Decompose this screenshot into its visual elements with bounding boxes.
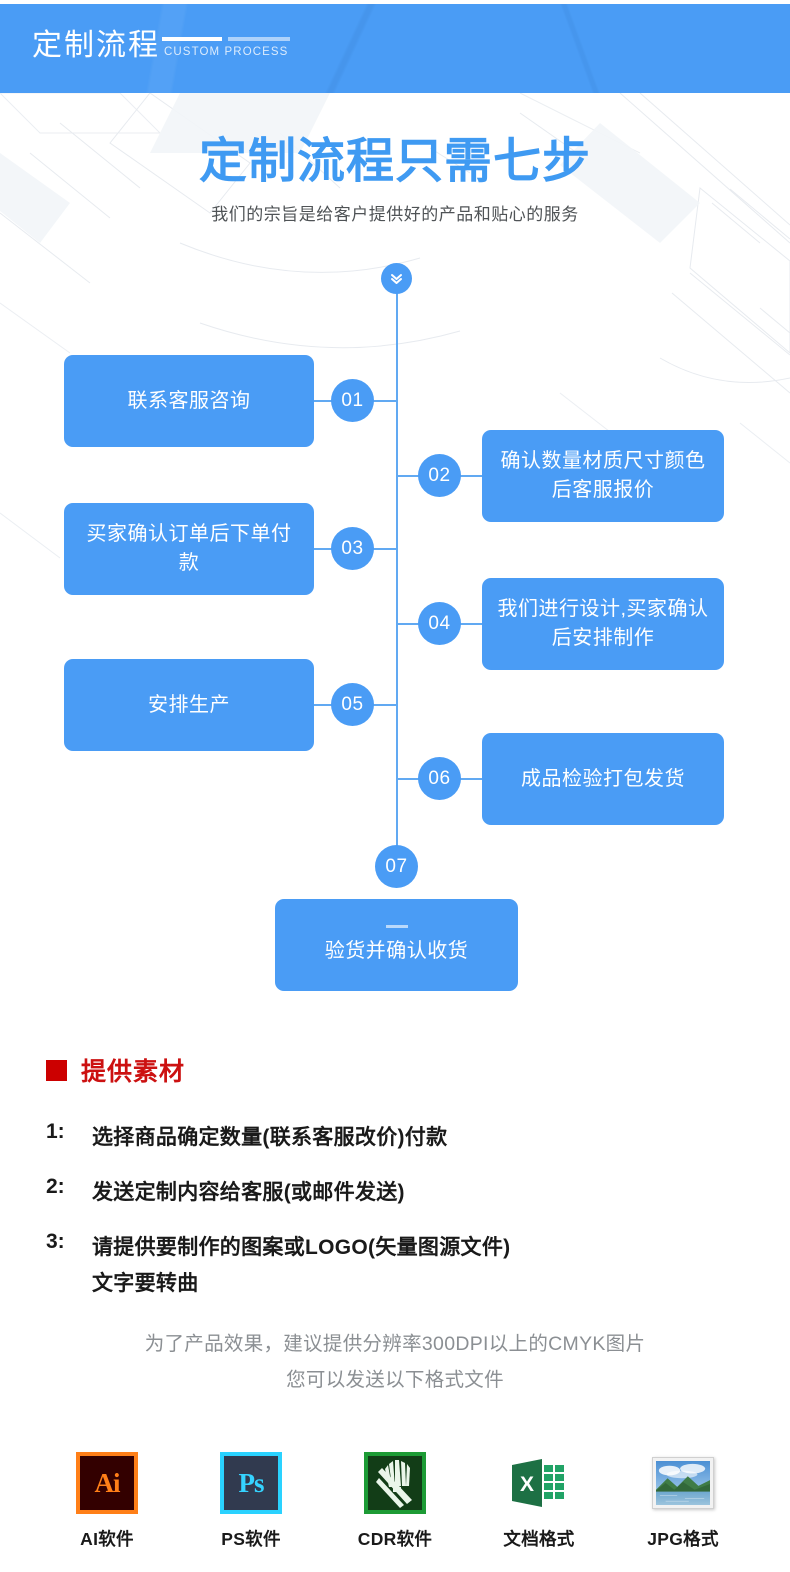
flow-step-box-04[interactable]: 我们进行设计,买家确认后安排制作 (482, 578, 724, 670)
decor-bar-white (162, 37, 222, 41)
material-item-1-number: 1: (46, 1120, 65, 1143)
flow-step-number-05-text: 05 (341, 693, 364, 715)
flow-step-number-03: 03 (331, 527, 374, 570)
flow-step-number-07-text: 07 (385, 855, 408, 877)
material-item-2: 2: 发送定制内容给客服(或邮件发送) (46, 1175, 405, 1211)
flow-step-number-03-text: 03 (341, 537, 364, 559)
svg-text:X: X (520, 1473, 534, 1496)
flow-step-number-04-text: 04 (428, 612, 451, 634)
flow-step-label-07: 验货并确认收货 (324, 939, 469, 962)
coreldraw-icon (364, 1452, 426, 1514)
ps-glyph: Ps (224, 1456, 278, 1510)
adobe-illustrator-icon: Ai (76, 1452, 138, 1514)
material-item-3: 3: 请提供要制作的图案或LOGO(矢量图源文件) 文字要转曲 (46, 1230, 510, 1302)
jpg-photo-icon (652, 1452, 714, 1514)
flow-step-label-06: 成品检验打包发货 (521, 767, 685, 790)
flow-spine (396, 292, 398, 867)
flow-step-number-01: 01 (331, 379, 374, 422)
format-cell-ai[interactable]: Ai AI软件 (59, 1452, 155, 1551)
format-label-doc: 文档格式 (503, 1529, 575, 1549)
flow-step-number-05: 05 (331, 683, 374, 726)
flow-step-box-05[interactable]: 安排生产 (64, 659, 314, 751)
flow-step-07-dash (385, 924, 408, 928)
flow-step-label-04: 我们进行设计,买家确认后安排制作 (497, 598, 709, 649)
banner-title-cn: 定制流程 (32, 29, 160, 62)
format-cell-cdr[interactable]: CDR软件 (347, 1452, 443, 1551)
material-item-2-text: 发送定制内容给客服(或邮件发送) (92, 1181, 405, 1204)
format-cell-ps[interactable]: Ps PS软件 (203, 1452, 299, 1551)
excel-document-icon: X (508, 1452, 570, 1514)
flow-step-box-01[interactable]: 联系客服咨询 (64, 355, 314, 447)
flow-step-number-04: 04 (418, 602, 461, 645)
chevron-double-down-icon (381, 263, 412, 294)
banner-content: 定制流程 CUSTOM PROCESS (32, 24, 297, 66)
flow-step-box-03[interactable]: 买家确认订单后下单付款 (64, 503, 314, 595)
material-item-2-number: 2: (46, 1175, 65, 1198)
flow-step-number-02-text: 02 (428, 464, 451, 486)
banner-title-decor: CUSTOM PROCESS (162, 24, 297, 66)
red-square-bullet-icon (46, 1059, 67, 1081)
materials-note-line-1: 为了产品效果，建议提供分辨率300DPI以上的CMYK图片 (144, 1333, 646, 1355)
page-title: 定制流程只需七步 (198, 135, 591, 188)
decor-bar-pale (228, 37, 290, 41)
banner-title-en: CUSTOM PROCESS (164, 46, 289, 58)
flow-step-number-01-text: 01 (341, 389, 364, 411)
flow-step-box-07[interactable]: 验货并确认收货 (275, 899, 518, 991)
format-label-jpg: JPG格式 (647, 1529, 719, 1549)
flow-step-number-02: 02 (418, 454, 461, 497)
ai-glyph: Ai (80, 1456, 134, 1510)
format-label-ps: PS软件 (221, 1529, 281, 1549)
material-item-3-number: 3: (46, 1230, 65, 1253)
flow-step-number-06: 06 (418, 757, 461, 800)
format-label-cdr: CDR软件 (357, 1529, 433, 1549)
flow-step-number-06-text: 06 (428, 767, 451, 789)
flow-step-box-06[interactable]: 成品检验打包发货 (482, 733, 724, 825)
flow-step-box-02[interactable]: 确认数量材质尺寸颜色后客服报价 (482, 430, 724, 522)
flow-step-label-03: 买家确认订单后下单付款 (86, 523, 292, 574)
file-format-icon-row: Ai AI软件 Ps PS软件 (0, 1452, 790, 1551)
format-label-ai: AI软件 (80, 1529, 134, 1549)
format-cell-doc[interactable]: X 文档格式 (491, 1452, 587, 1551)
flow-step-label-01: 联系客服咨询 (127, 389, 251, 412)
process-flow-diagram: 联系客服咨询 01 确认数量材质尺寸颜色后客服报价 02 买家确认订单后下单付款… (64, 263, 724, 991)
flow-step-label-02: 确认数量材质尺寸颜色后客服报价 (500, 450, 706, 501)
format-cell-jpg[interactable]: JPG格式 (635, 1452, 731, 1551)
material-item-1: 1: 选择商品确定数量(联系客服改价)付款 (46, 1120, 447, 1156)
materials-heading-text: 提供素材 (81, 1058, 186, 1086)
adobe-photoshop-icon: Ps (220, 1452, 282, 1514)
materials-note-line-2: 您可以发送以下格式文件 (286, 1369, 504, 1391)
material-item-3-text: 请提供要制作的图案或LOGO(矢量图源文件) 文字要转曲 (92, 1236, 511, 1295)
flow-step-number-07: 07 (375, 845, 418, 888)
flow-step-label-05: 安排生产 (148, 693, 230, 716)
material-item-1-text: 选择商品确定数量(联系客服改价)付款 (92, 1126, 448, 1149)
materials-heading: 提供素材 (46, 1052, 185, 1088)
page-subtitle: 我们的宗旨是给客户提供好的产品和贴心的服务 (211, 205, 579, 224)
